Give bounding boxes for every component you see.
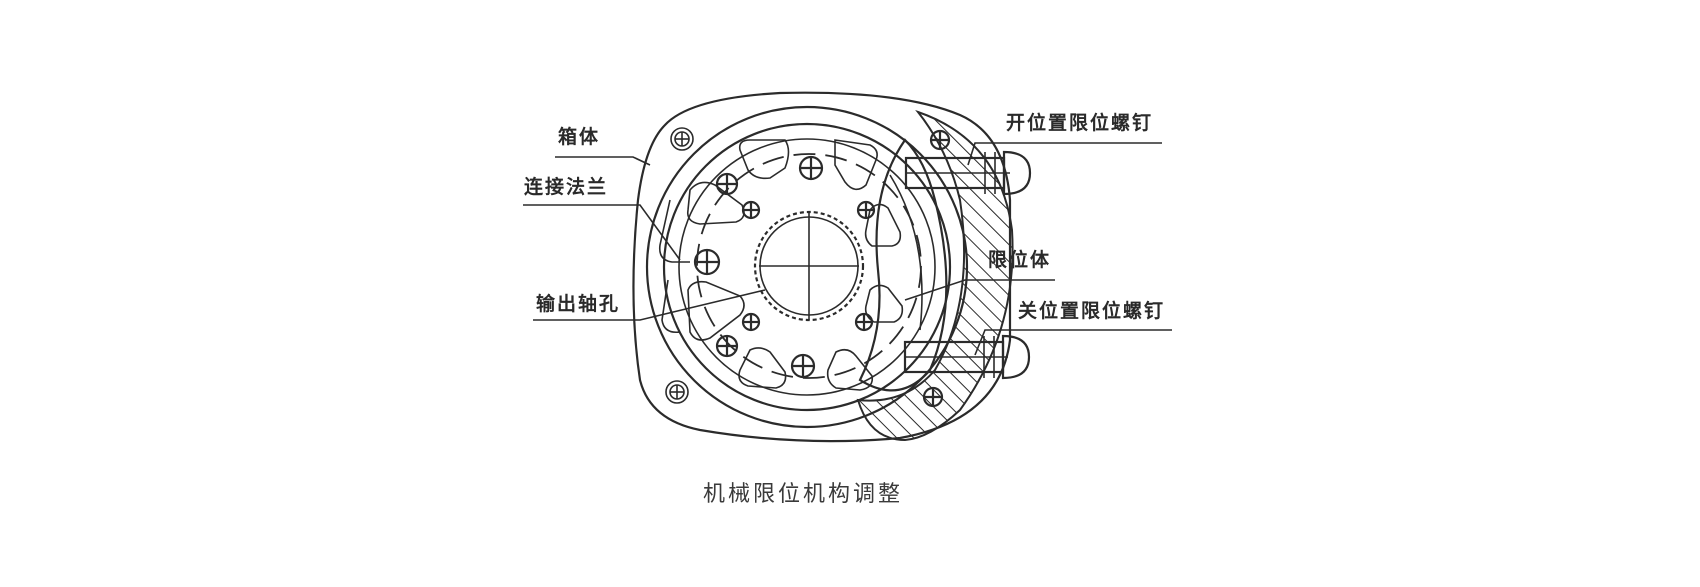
open-limit-screw [904, 150, 1032, 196]
close-limit-screw [903, 334, 1031, 380]
leader-limit-block [904, 279, 1055, 301]
flange-bolt [798, 155, 824, 181]
label-open-limit-screw: 开位置限位螺钉 [1006, 112, 1154, 134]
flange-bolt [741, 312, 761, 332]
flange-bolt [693, 248, 721, 276]
flange-bolt [715, 334, 739, 358]
label-close-limit-screw: 关位置限位螺钉 [1018, 300, 1166, 322]
leader-open-limit-screw [967, 142, 1162, 166]
limit-block-inner [889, 174, 923, 331]
label-limit-block: 限位体 [988, 249, 1052, 271]
leader-connecting-flange [523, 204, 681, 261]
label-connecting-flange: 连接法兰 [524, 176, 609, 198]
housing-screw-top-left [670, 127, 694, 151]
leader-close-limit-screw [974, 329, 1172, 356]
flange-bolt [856, 200, 876, 220]
flange-bolts [693, 155, 876, 379]
flange-inner-ring [662, 122, 952, 412]
section-screw-top [929, 129, 951, 151]
flange-bolt [854, 312, 874, 332]
flange-bolt [715, 172, 739, 196]
housing-screw-bottom-left [665, 380, 689, 404]
output-shaft-spline [753, 210, 865, 322]
leader-housing [555, 156, 651, 166]
limit-block [858, 138, 948, 392]
label-output-shaft-hole: 输出轴孔 [536, 293, 621, 315]
section-screw-bottom [922, 386, 944, 408]
flange-mid-ring [678, 138, 936, 396]
diagram-caption: 机械限位机构调整 [703, 482, 904, 507]
leader-output-shaft-hole [533, 289, 766, 321]
flange-bolt [790, 353, 816, 379]
housing-cut-section [856, 109, 1014, 442]
flange-bolt [741, 200, 761, 220]
label-housing: 箱体 [558, 126, 601, 148]
